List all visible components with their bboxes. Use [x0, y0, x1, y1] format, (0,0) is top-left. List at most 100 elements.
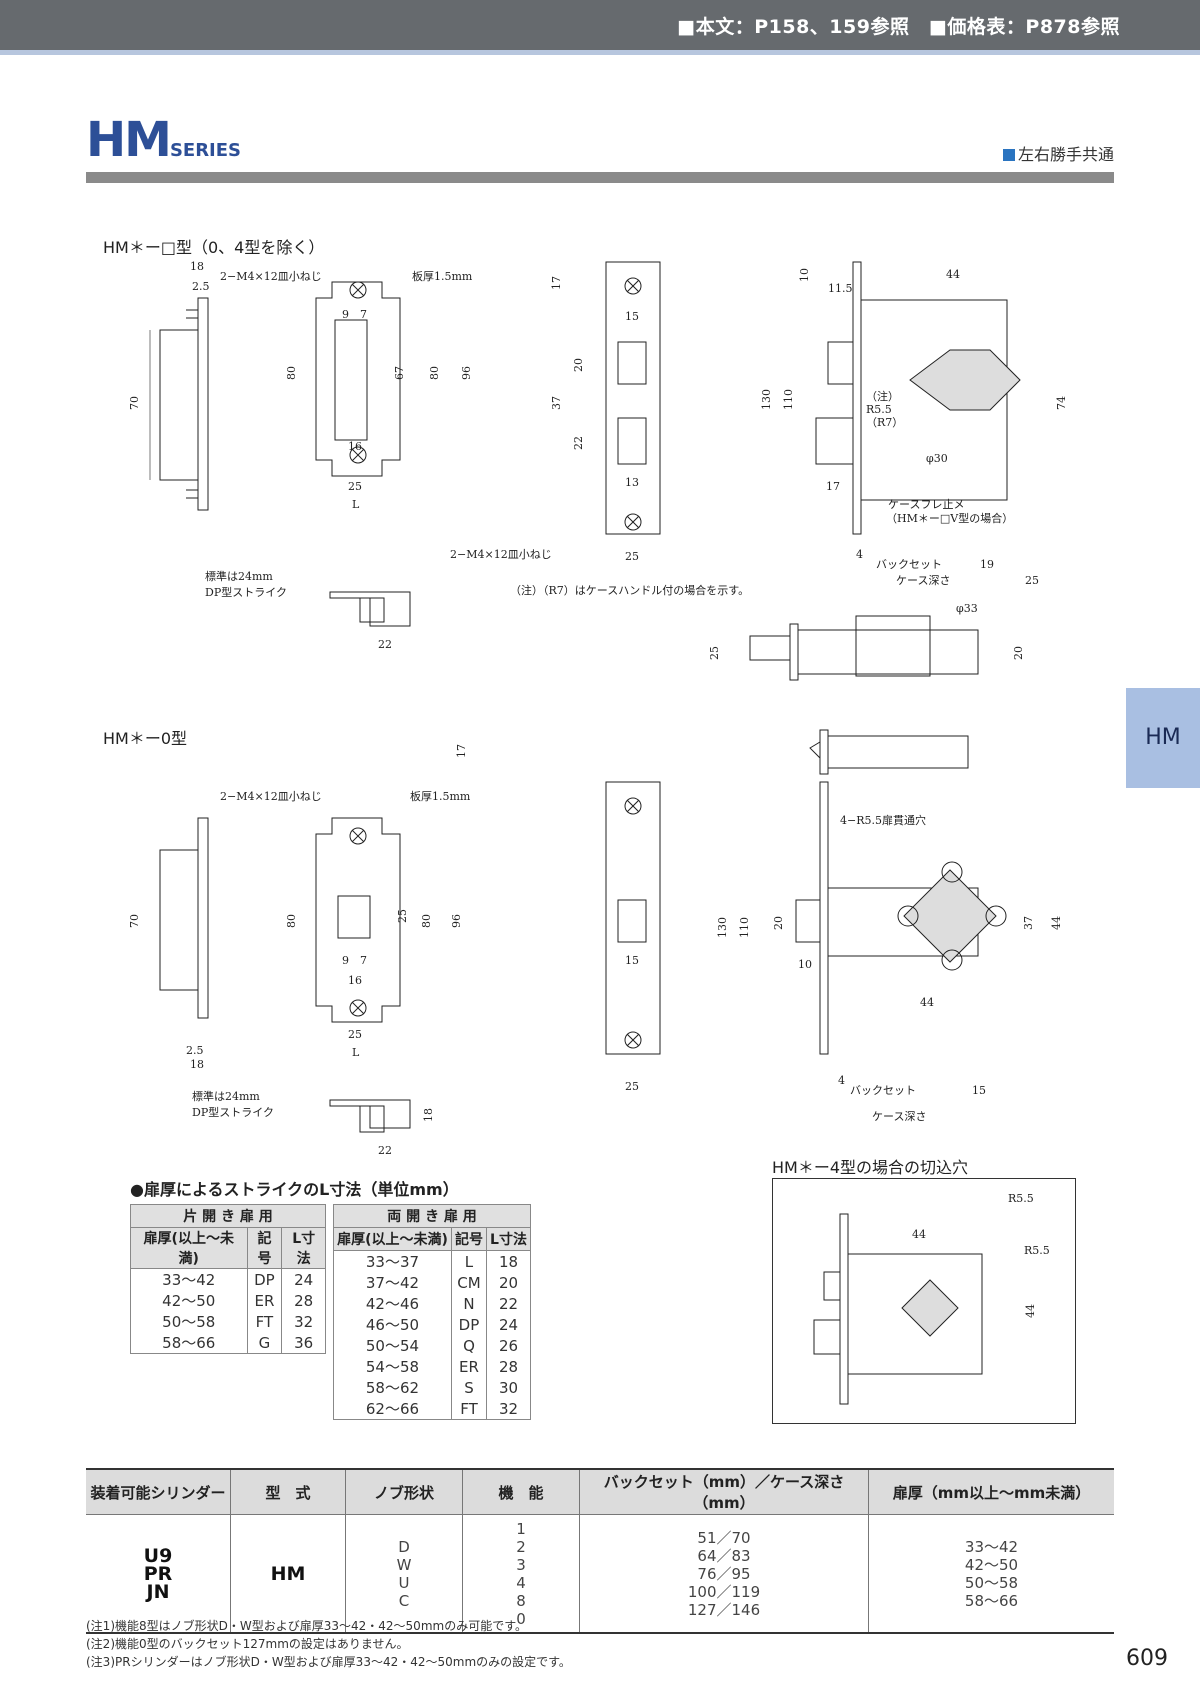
function-4: 4 — [516, 1573, 526, 1592]
function-1: 1 — [516, 1519, 526, 1538]
dim-25-2c: 25 — [348, 1028, 362, 1041]
dim-25-2: 25 — [396, 909, 409, 923]
dim-18-2: 18 — [190, 1058, 204, 1071]
standard-label-1: 標準は24mm — [205, 569, 273, 583]
dim-19: 19 — [980, 558, 994, 571]
strike-front-view-2: 2−M4×12皿小ねじ 板厚1.5mm 80 80 96 25 9 7 16 2… — [220, 744, 471, 1059]
cell: 20 — [486, 1272, 531, 1293]
dim-20-2: 20 — [772, 916, 785, 930]
cell: S — [450, 1377, 488, 1398]
dp-strike-label-2: DP型ストライク — [192, 1105, 274, 1119]
dim-20-latch: 20 — [1012, 646, 1025, 660]
cell: N — [450, 1293, 488, 1314]
section-label-standard: HM＊ー□型（0、4型を除く） — [103, 238, 325, 257]
table-row: 50〜58 FT 32 — [130, 1311, 326, 1332]
top-accent-line — [0, 50, 1200, 55]
cell: 26 — [486, 1335, 531, 1356]
dim-18: 18 — [190, 260, 204, 273]
lock-case-side-2: 4−R5.5扉貫通穴 44 10 130 110 20 37 44 バックセット… — [716, 729, 1060, 1123]
dim-l: L — [352, 498, 360, 511]
cell: G — [246, 1332, 283, 1354]
cell: CM — [450, 1272, 488, 1293]
cell: ER — [246, 1290, 283, 1311]
footnote-3: (注3)PRシリンダーはノブ形状D・W型および扉厚33〜42・42〜50mmのみ… — [86, 1655, 571, 1669]
cell: L — [450, 1250, 488, 1272]
series-label: SERIES — [169, 140, 242, 161]
cylinder-jn: JN — [146, 1580, 170, 1603]
cell: 50〜58 — [130, 1311, 248, 1332]
cell: 22 — [486, 1293, 531, 1314]
screw-label-1: 2−M4×12皿小ねじ — [220, 270, 322, 283]
cell: 36 — [281, 1332, 326, 1354]
strike-side-view-2: 70 2.5 18 — [128, 817, 209, 1071]
thickness-58: 58〜66 — [964, 1591, 1019, 1610]
knob-u: U — [398, 1573, 410, 1592]
case-depth-label-2: ケース深さ — [872, 1110, 926, 1123]
series-title: HMSERIES — [86, 112, 241, 168]
dim-67: 67 — [393, 366, 406, 380]
strike-note: ●扉厚によるストライクのL寸法（単位mm） — [130, 1180, 459, 1199]
dim-15: 15 — [625, 310, 639, 323]
dim-16-2: 16 — [348, 974, 362, 987]
dim-80b: 80 — [428, 366, 441, 380]
cell: DP — [246, 1268, 283, 1290]
strike-side-view: 70 18 2.5 — [128, 260, 210, 511]
dim-2-5: 2.5 — [192, 280, 210, 293]
standard-label-2: 標準は24mm — [192, 1089, 260, 1103]
section-label-type4: HM＊ー4型の場合の切込穴 — [772, 1158, 969, 1177]
double-door-title: 両 開 き 扉 用 — [333, 1204, 531, 1228]
dim-74: 74 — [1055, 396, 1068, 410]
spec-table: 装着可能シリンダー 型 式 ノブ形状 機 能 バックセット（mm）／ケース深さ（… — [86, 1468, 1114, 1634]
dim-25-case: 25 — [1025, 574, 1039, 587]
dim-25-plate-2: 25 — [625, 1080, 639, 1093]
knob-w: W — [396, 1555, 412, 1574]
page-number: 609 — [1126, 1646, 1168, 1671]
cylinder-cell: U9 PR JN — [86, 1514, 231, 1634]
r7-label: （R7） — [866, 416, 903, 429]
handing-note-text: 左右勝手共通 — [1017, 145, 1114, 164]
dim-2-5-2: 2.5 — [186, 1044, 204, 1057]
dim-25-latch: 25 — [708, 646, 721, 660]
double-col-thickness: 扉厚(以上〜未満) — [333, 1227, 452, 1251]
series-name: HM — [86, 112, 172, 168]
backset-127: 127／146 — [687, 1600, 761, 1619]
side-index-tab[interactable]: HM — [1126, 688, 1200, 788]
col-cylinder: 装着可能シリンダー — [86, 1468, 231, 1515]
cell: 33〜37 — [333, 1250, 452, 1272]
cell: 32 — [486, 1398, 531, 1420]
dim-9: 9 — [342, 308, 349, 321]
drawing-type4-cutout: 44 R5.5 R5.5 44 — [772, 1178, 1076, 1424]
dim-110-2: 110 — [738, 917, 751, 938]
single-col-l: L寸法 — [281, 1227, 326, 1269]
handing-note: 左右勝手共通 — [1002, 141, 1114, 165]
phi30-label: φ30 — [926, 452, 948, 465]
cell: 30 — [486, 1377, 531, 1398]
backset-76: 76／95 — [697, 1564, 751, 1583]
note-mark: （注） — [866, 389, 899, 403]
section-label-type0: HM＊ー0型 — [103, 729, 188, 748]
r55-label: R5.5 — [866, 403, 892, 416]
cell: 24 — [486, 1314, 531, 1335]
footnote-2: (注2)機能0型のバックセット127mmの設定はありません。 — [86, 1637, 409, 1651]
cell: FT — [450, 1398, 488, 1420]
dim-37-2: 37 — [1022, 916, 1035, 930]
table-row: 33〜42 DP 24 — [130, 1268, 326, 1290]
plate-label-1: 板厚1.5mm — [412, 269, 473, 283]
dim-9-2: 9 — [342, 954, 349, 967]
function-cell: 1 2 3 4 8 0 — [462, 1514, 580, 1634]
dp-strike-label-1: DP型ストライク — [205, 585, 287, 599]
cell: 50〜54 — [333, 1335, 452, 1356]
cell: 33〜42 — [130, 1268, 248, 1290]
dim-25: 25 — [348, 480, 362, 493]
dim-44: 44 — [946, 268, 960, 281]
dim-13: 13 — [625, 476, 639, 489]
col-function: 機 能 — [462, 1468, 580, 1515]
table-row: U9 PR JN HM D W U C 1 2 3 4 8 0 51／70 64… — [86, 1514, 1114, 1634]
backset-label-1: バックセット — [876, 558, 942, 571]
function-8: 8 — [516, 1591, 526, 1610]
knob-cell: D W U C — [345, 1514, 463, 1634]
